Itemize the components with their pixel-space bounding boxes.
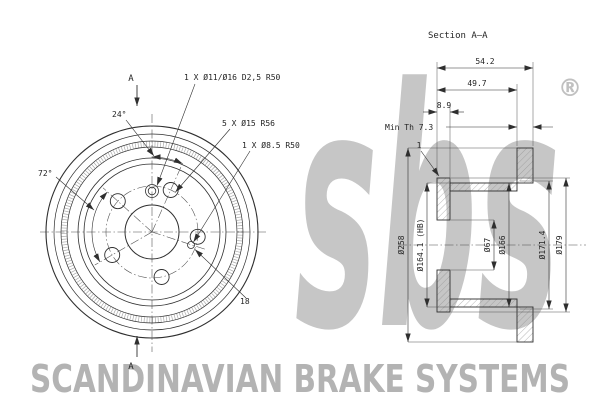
dia-friction-min-label: Ø164.1 (HB) [415,219,425,272]
radial-centerline [151,163,183,233]
disc-ring-section-top [516,147,534,184]
dia-flange-label: Ø179 [554,235,564,254]
dia-hat-label: Ø166 [497,235,507,254]
dia-bore-label: Ø67 [482,238,492,253]
leader-angle-24 [125,119,155,157]
dim-label-18: 18 [240,297,250,306]
registered-mark: ® [558,74,582,102]
leader-chamfer [420,150,440,177]
brand-banner: SCANDINAVIAN BRAKE SYSTEMS [30,357,570,400]
small-hole [187,241,195,249]
leader-dim-18 [194,249,247,299]
flange-section-top [436,177,451,221]
section-view: Section A–A 54.2 49.7 8.9 Min Th 7.3 1 [385,31,586,343]
dim-min-thickness: Min Th 7.3 [385,123,433,132]
radial-centerline [102,187,153,233]
radial-centerline [151,231,206,250]
dim-flange-thickness: 8.9 [437,101,452,110]
note-small-hole: 1 X Ø8.5 R50 [242,140,300,150]
sbs-logo: sbs [295,19,560,400]
bolt-hole [109,193,126,210]
dim-total-width: 54.2 [475,57,494,66]
dia-register-label: Ø171.4 [537,230,547,259]
front-view: A A 1 X Ø11/Ø16 D2,5 R50 5 X Ø15 R56 1 X… [38,72,300,372]
dia-outer-label: Ø258 [396,235,406,254]
angle-label-72: 72° [38,169,52,178]
note-bolt-holes: 5 X Ø15 R56 [222,118,275,128]
watermark-layer: sbs ® SCANDINAVIAN BRAKE SYSTEMS [30,19,582,400]
hat-wall-section-bottom [449,298,518,308]
note-countersunk-hole: 1 X Ø11/Ø16 D2,5 R50 [184,72,281,82]
angle-label-24: 24° [112,110,126,119]
leader-small-hole [193,150,251,243]
angle-arc-24 [151,154,183,164]
radial-centerline [94,231,153,266]
flange-section-bottom [436,269,451,313]
angle-arc-72 [91,191,108,263]
leader-countersunk [156,83,196,186]
section-title: Section A–A [428,31,488,41]
leader-bolt-holes [175,128,231,193]
disc-ring-section-bottom [516,306,534,343]
dim-hat-depth: 49.7 [467,79,486,88]
section-marker-a-bottom: A [128,362,134,372]
leader-angle-72 [55,176,95,211]
section-marker-a-top: A [128,74,134,84]
friction-band-texture [61,141,243,323]
hat-wall-section-top [449,182,518,192]
bolt-hole [153,269,170,285]
bolt-hole [189,228,206,245]
dim-chamfer: 1 [417,141,422,150]
